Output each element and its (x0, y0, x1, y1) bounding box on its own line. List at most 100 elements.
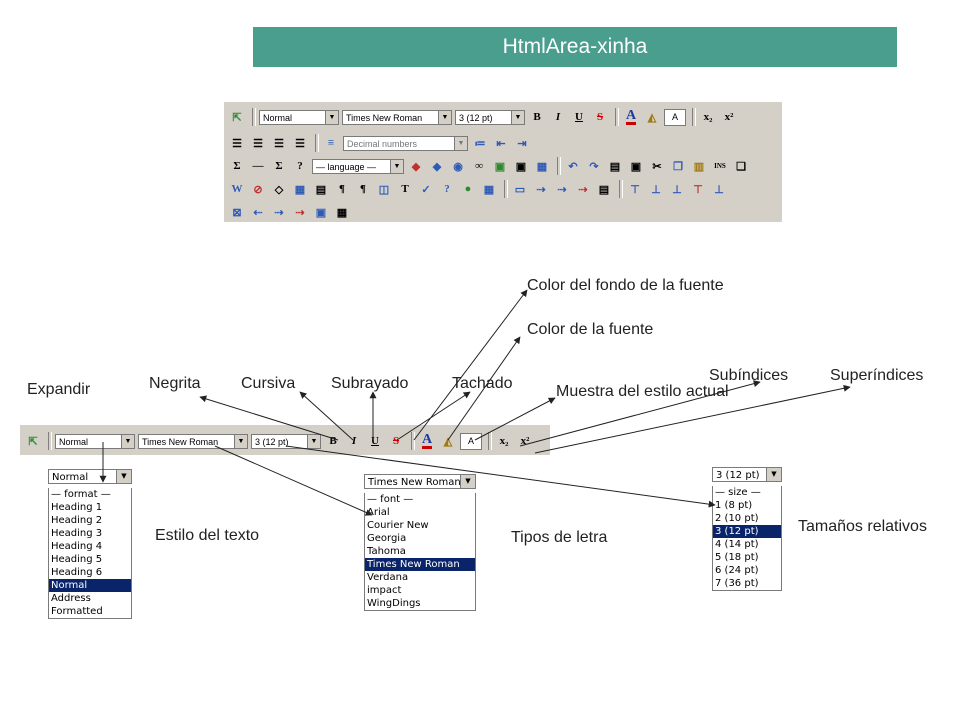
insert-cell-after-icon[interactable]: ⇢ (274, 206, 284, 219)
insert-row-after-icon[interactable]: ⇢ (557, 183, 567, 196)
insert-cell-before-icon[interactable]: ⇠ (253, 206, 263, 219)
font-select[interactable]: Times New Roman▼ (342, 109, 452, 125)
strikethrough-button[interactable]: S (392, 435, 400, 447)
dropdown-option[interactable]: WingDings (367, 598, 421, 609)
delete-cell-icon[interactable]: ⇢ (295, 206, 305, 219)
merge-cells-icon[interactable]: ▣ (315, 206, 327, 219)
dropdown-option[interactable]: 1 (8 pt) (715, 500, 753, 511)
split-cell-icon[interactable]: ▦ (336, 206, 348, 219)
bold-button[interactable]: B (329, 435, 337, 447)
dropdown-option[interactable]: Normal (49, 579, 131, 592)
undo-icon[interactable]: ↶ (568, 160, 578, 173)
dropdown-option[interactable]: 2 (10 pt) (715, 513, 759, 524)
style-select[interactable]: Normal▼ (259, 109, 339, 125)
copy-icon[interactable]: ❐ (673, 160, 683, 173)
sigma-icon[interactable]: Σ (233, 160, 241, 172)
insert-column-after-icon[interactable]: ⊥ (672, 183, 682, 196)
clone-icon[interactable]: ❏ (736, 160, 746, 173)
dropdown-option[interactable]: 4 (14 pt) (715, 539, 759, 550)
globe-icon[interactable]: ◉ (453, 160, 463, 173)
dropdown-option[interactable]: Courier New (367, 520, 429, 531)
info-icon[interactable]: ● (464, 183, 472, 195)
fullscreen-icon[interactable]: ▣ (630, 160, 642, 173)
dropdown-option[interactable]: Address (51, 593, 91, 604)
dropdown-option[interactable]: 6 (24 pt) (715, 565, 759, 576)
table-icon[interactable]: ▦ (536, 160, 548, 173)
help-circle-icon[interactable]: ? (444, 183, 450, 195)
dropdown-option[interactable]: 5 (18 pt) (715, 552, 759, 563)
cut-icon[interactable]: ✂ (652, 160, 662, 173)
dropdown-option[interactable]: Formatted (51, 606, 103, 617)
overwrite-icon[interactable]: INS (714, 162, 726, 170)
dropdown-option[interactable]: Tahoma (367, 546, 406, 557)
format-dropdown-head[interactable]: Normal▼ (48, 469, 132, 484)
style-select[interactable]: Normal▼ (55, 433, 135, 449)
paint-bucket-icon[interactable]: ◭ (443, 435, 453, 448)
size-select[interactable]: 3 (12 pt)▼ (455, 109, 525, 125)
font-dropdown-head[interactable]: Times New Roman▼ (364, 474, 476, 489)
block-icon[interactable]: ▤ (315, 183, 327, 196)
dropdown-option[interactable]: 7 (36 pt) (715, 578, 759, 589)
align-center-icon[interactable]: ☰ (253, 137, 263, 150)
subscript-icon[interactable]: x₂ (499, 435, 509, 447)
outdent-icon[interactable]: ⇤ (496, 137, 506, 150)
ordered-list-icon[interactable]: ≡ (327, 137, 335, 149)
column-properties-icon[interactable]: ⊤ (630, 183, 640, 196)
align-justify-icon[interactable]: ☰ (295, 137, 305, 150)
align-right-icon[interactable]: ☰ (274, 137, 284, 150)
dropdown-option[interactable]: Heading 5 (51, 554, 103, 565)
paste-icon[interactable]: ▥ (693, 160, 705, 173)
dropdown-option[interactable]: — size — (715, 487, 761, 498)
underline-button[interactable]: U (575, 111, 583, 123)
font-color-button[interactable]: A (622, 108, 640, 126)
delete-column-icon[interactable]: ⊤ (693, 183, 703, 196)
italic-button[interactable]: I (555, 111, 561, 123)
eraser-icon[interactable]: ◇ (274, 183, 284, 196)
superscript-icon[interactable]: x² (520, 435, 530, 447)
split-column-icon[interactable]: ⊥ (714, 183, 724, 196)
insert-column-before-icon[interactable]: ⊥ (651, 183, 661, 196)
dropdown-option[interactable]: 3 (12 pt) (713, 525, 781, 538)
rtl-icon[interactable]: ¶ (360, 183, 366, 195)
remove-font-icon[interactable]: ⊘ (253, 183, 263, 196)
strikethrough-button[interactable]: S (596, 111, 604, 123)
image-icon[interactable]: ▣ (494, 160, 506, 173)
underline-button[interactable]: U (371, 435, 379, 447)
tool-icon[interactable]: T (401, 183, 409, 195)
expand-icon[interactable]: ⇱ (28, 435, 38, 448)
insert-row-before-icon[interactable]: ⇢ (536, 183, 546, 196)
table-properties-icon[interactable]: ▦ (294, 183, 306, 196)
html-mode-icon[interactable]: ◫ (378, 183, 390, 196)
indent-icon[interactable]: ⇥ (517, 137, 527, 150)
image-frame-icon[interactable]: ▣ (515, 160, 527, 173)
horizontal-rule-icon[interactable]: — (252, 160, 264, 172)
cube-icon[interactable]: ◆ (432, 160, 442, 173)
dropdown-option[interactable]: Heading 4 (51, 541, 103, 552)
subscript-icon[interactable]: x₂ (703, 111, 713, 123)
paint-bucket-icon[interactable]: ◭ (647, 111, 657, 124)
dropdown-option[interactable]: impact (367, 585, 402, 596)
cell-properties-icon[interactable]: ⊠ (232, 206, 242, 219)
dropdown-option[interactable]: Heading 2 (51, 515, 103, 526)
superscript-icon[interactable]: x² (724, 111, 734, 123)
unordered-list-icon[interactable]: ≔ (474, 137, 486, 150)
expand-icon[interactable]: ⇱ (232, 111, 242, 124)
redo-icon[interactable]: ↷ (589, 160, 599, 173)
italic-button[interactable]: I (351, 435, 357, 447)
ltr-icon[interactable]: ¶ (339, 183, 345, 195)
dropdown-option[interactable]: Arial (367, 507, 390, 518)
grid-icon[interactable]: ▦ (483, 183, 495, 196)
align-left-icon[interactable]: ☰ (232, 137, 242, 150)
language-select[interactable]: — language —▼ (312, 158, 404, 174)
word-clean-icon[interactable]: W (231, 183, 243, 195)
list-type-select[interactable]: Decimal numbers▼ (343, 135, 468, 151)
spellcheck-icon[interactable]: ✓ (421, 183, 431, 196)
bold-button[interactable]: B (533, 111, 541, 123)
size-select[interactable]: 3 (12 pt)▼ (251, 433, 321, 449)
dropdown-option[interactable]: Heading 6 (51, 567, 103, 578)
split-row-icon[interactable]: ▤ (598, 183, 610, 196)
dropdown-option[interactable]: — format — (51, 489, 111, 500)
select-all-icon[interactable]: ▤ (609, 160, 621, 173)
size-dropdown-head[interactable]: 3 (12 pt)▼ (712, 467, 782, 482)
dropdown-option[interactable]: Heading 3 (51, 528, 103, 539)
